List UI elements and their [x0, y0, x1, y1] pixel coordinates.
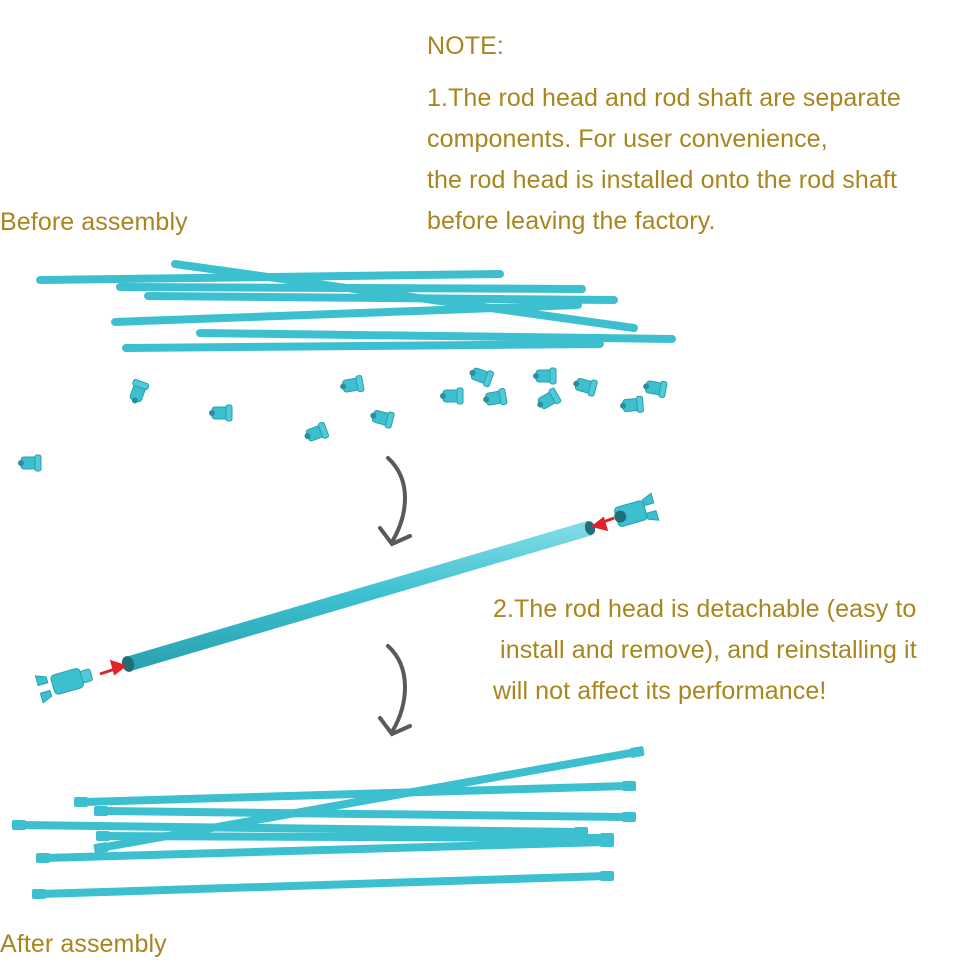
- rod-shaft: [171, 260, 638, 332]
- rod-head: [367, 406, 396, 430]
- rod-head: [125, 378, 150, 407]
- rod-shaft-detail: [125, 520, 593, 672]
- rod-shaft: [122, 340, 604, 352]
- rod-head: [641, 377, 668, 399]
- note-point-2-line: 2.The rod head is detachable (easy to: [493, 595, 917, 623]
- rod-head: [618, 395, 645, 415]
- rod-head: [532, 367, 557, 385]
- note-point-1-line: before leaving the factory.: [427, 207, 716, 235]
- insert-arrow-icon: [99, 659, 128, 676]
- assembled-rod: [36, 837, 614, 863]
- note-point-1-line: the rod head is installed onto the rod s…: [427, 166, 897, 194]
- shaft-end-hole: [584, 521, 596, 535]
- loose-rod-heads: [17, 363, 668, 472]
- note-point-1: 1.The rod head and rod shaft are separat…: [427, 78, 901, 242]
- rod-head: [481, 387, 508, 409]
- rod-head-right: [614, 492, 660, 527]
- rod-head: [208, 404, 233, 422]
- rod-head: [533, 387, 563, 414]
- note-title: NOTE:: [427, 32, 504, 60]
- rod-head-left: [34, 668, 93, 704]
- rod-assembly-detail: [34, 492, 660, 704]
- assembled-rod: [32, 871, 614, 899]
- rod-head: [570, 374, 599, 398]
- note-point-1-line: 1.The rod head and rod shaft are separat…: [427, 84, 901, 112]
- rod-head: [439, 387, 464, 405]
- shaft-end-hole: [121, 656, 135, 672]
- rod-head: [338, 374, 365, 396]
- assembled-rod: [93, 746, 645, 854]
- insert-arrow-icon: [590, 516, 615, 532]
- note-point-2: 2.The rod head is detachable (easy to in…: [493, 589, 917, 712]
- rod-shaft: [196, 329, 676, 343]
- assembled-rod: [74, 781, 636, 807]
- rod-shaft: [111, 301, 582, 326]
- before-assembly-label: Before assembly: [0, 208, 188, 236]
- loose-rod-shafts: [36, 260, 676, 352]
- down-arrow-icon: [378, 456, 412, 547]
- note-point-2-line: install and remove), and reinstalling it: [493, 636, 917, 664]
- after-assembly-label: After assembly: [0, 930, 167, 958]
- assembled-rod: [94, 806, 636, 822]
- rod-head: [301, 421, 330, 446]
- assembled-rods: [12, 746, 645, 899]
- down-arrow-icon: [378, 644, 412, 737]
- rod-head: [466, 363, 495, 388]
- rod-shaft: [144, 292, 618, 304]
- note-point-1-line: components. For user convenience,: [427, 125, 828, 153]
- rod-head: [17, 454, 42, 472]
- note-point-2-line: will not affect its performance!: [493, 677, 827, 705]
